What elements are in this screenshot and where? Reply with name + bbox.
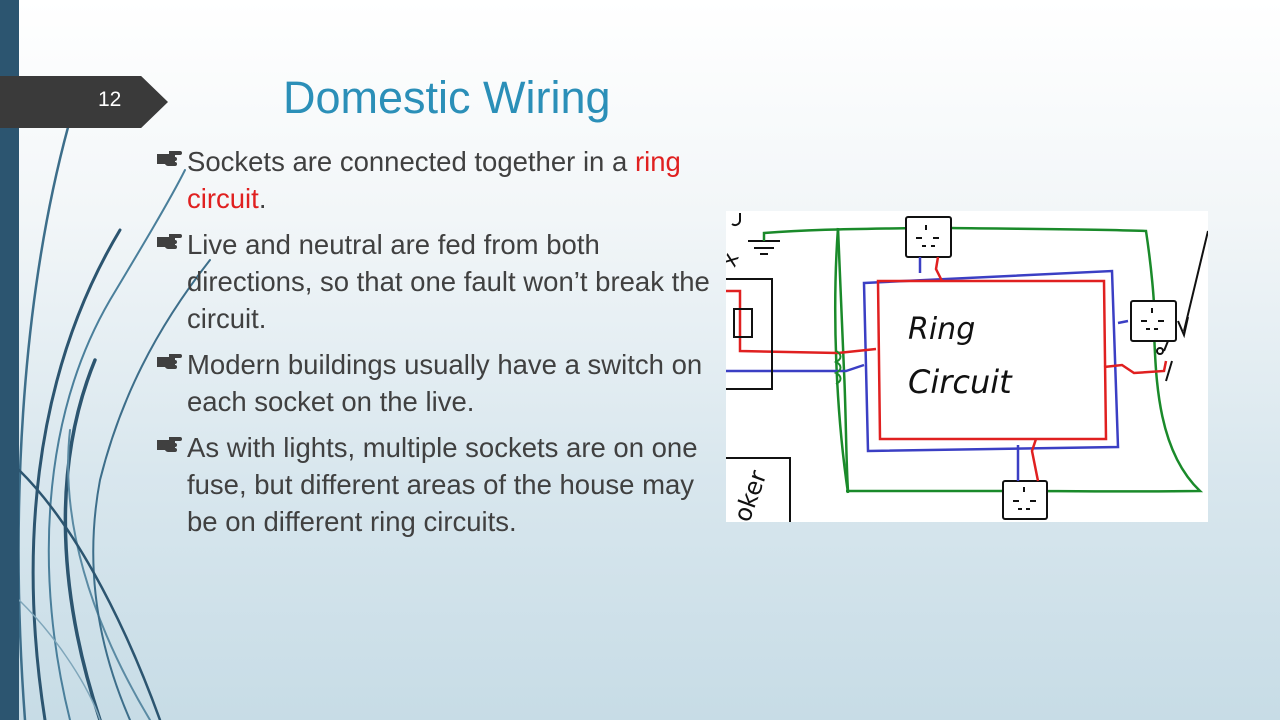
slide-title: Domestic Wiring (283, 72, 611, 123)
bullet-text: Sockets are connected together in a (187, 146, 635, 177)
socket-right (1130, 300, 1177, 342)
slide-number-tab (0, 76, 168, 128)
bullet-text: As with lights, multiple sockets are on … (187, 432, 698, 537)
partial-label-left: x (726, 250, 745, 271)
bullet-text: Modern buildings usually have a switch o… (187, 349, 703, 417)
bullet-list: Sockets are connected together in a ring… (150, 143, 725, 549)
circuit-label: Circuit (908, 363, 1013, 401)
decorative-curves (17, 118, 211, 720)
bullet-item: Modern buildings usually have a switch o… (150, 346, 725, 420)
pointing-hand-icon (157, 437, 182, 453)
ring-circuit-diagram: x oker Ring Circuit (726, 211, 1208, 522)
socket-bottom (1002, 480, 1048, 520)
bullet-item: Live and neutral are fed from both direc… (150, 226, 725, 337)
socket-top (905, 216, 952, 258)
bullet-text-end: . (258, 183, 267, 214)
bullet-item: As with lights, multiple sockets are on … (150, 429, 725, 540)
slide-number: 12 (98, 88, 122, 111)
partial-label-bottom: oker (728, 467, 772, 522)
bullet-text: Live and neutral are fed from both direc… (187, 229, 710, 334)
sidebar-bar (0, 0, 19, 720)
ring-label: Ring (908, 312, 975, 347)
pointing-hand-icon (157, 151, 182, 167)
wiring-drawing: x oker Ring Circuit (726, 213, 1208, 522)
pointing-hand-icon (157, 354, 182, 370)
pointing-hand-icon (157, 234, 182, 250)
highlight-text: ring circuit (187, 146, 681, 214)
bullet-item: Sockets are connected together in a ring… (150, 143, 725, 217)
